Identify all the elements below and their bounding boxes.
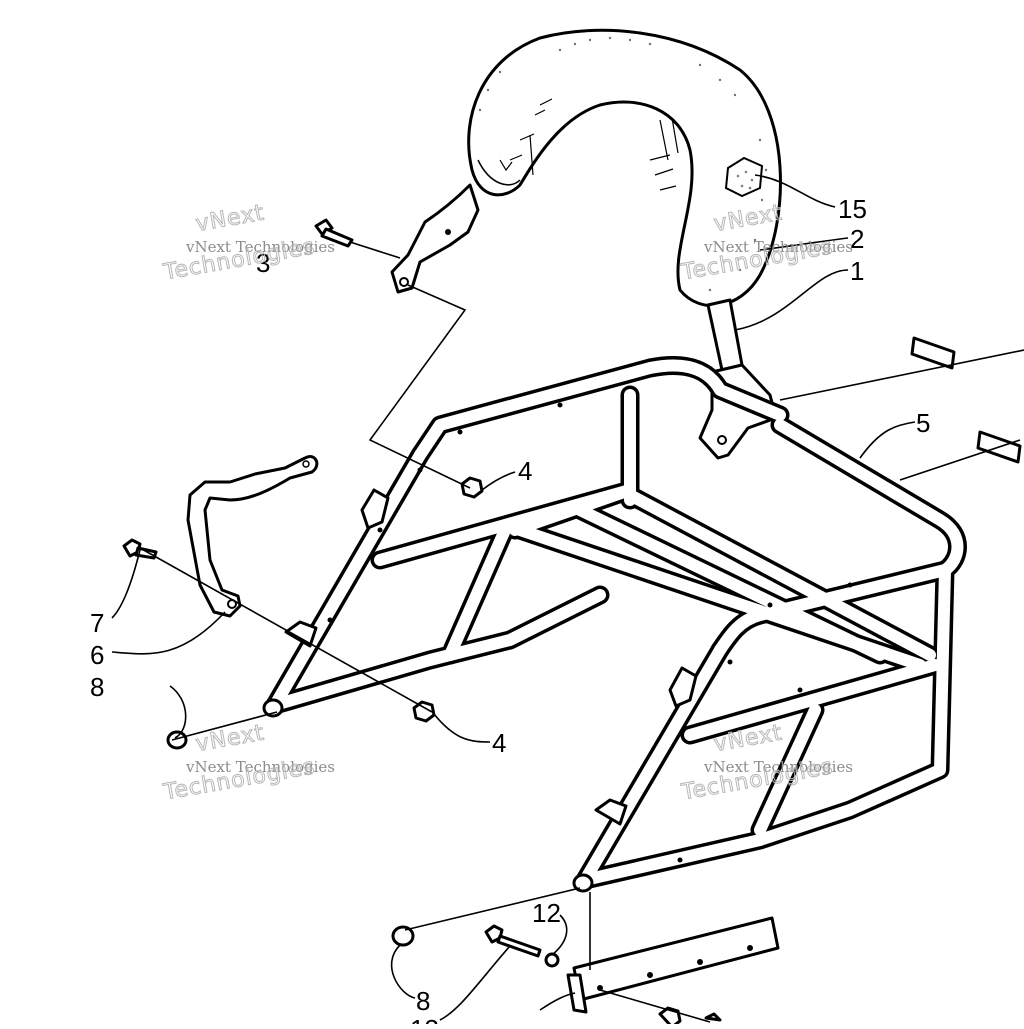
callout-13: 13 xyxy=(410,1014,439,1024)
rack-frame xyxy=(262,355,967,893)
callout-8-lower: 8 xyxy=(416,986,430,1016)
backrest-left-arm xyxy=(390,183,480,294)
reflectors xyxy=(910,336,1022,464)
watermark-mid: vNext Technologies xyxy=(185,758,335,776)
watermark-3: vNext vNext Technologies Technologies xyxy=(160,720,335,806)
callout-6: 6 xyxy=(90,640,104,670)
callout-2: 2 xyxy=(850,224,864,254)
mounting-rail xyxy=(566,916,780,1029)
watermark-mid: vNext Technologies xyxy=(703,238,853,256)
backrest-pad xyxy=(467,28,782,307)
callout-5: 5 xyxy=(916,408,930,438)
watermark-top: vNext xyxy=(194,200,267,237)
leader-lines xyxy=(111,174,1024,1023)
callout-1: 1 xyxy=(850,256,864,286)
washer-12 xyxy=(544,952,560,968)
watermark-top: vNext xyxy=(194,720,267,757)
bolt-3 xyxy=(314,218,354,248)
cap-8-lower xyxy=(391,925,415,947)
grab-handle xyxy=(186,455,319,618)
callout-labels: 15 2 1 3 5 4 7 6 8 4 12 8 13 xyxy=(90,194,930,1029)
callout-4-lower: 4 xyxy=(492,728,506,758)
bolt-7 xyxy=(122,538,158,560)
callout-3: 3 xyxy=(256,248,270,278)
callout-8-upper: 8 xyxy=(90,672,104,702)
bolt-13 xyxy=(484,924,542,958)
callout-7: 7 xyxy=(90,608,104,638)
cap-8-upper xyxy=(166,730,188,750)
emblem-badge xyxy=(724,156,764,198)
callout-12: 12 xyxy=(532,898,561,928)
watermark-mid: vNext Technologies xyxy=(185,238,335,256)
callout-15: 15 xyxy=(838,194,867,224)
watermark-mid: vNext Technologies xyxy=(703,758,853,776)
nut-4-upper xyxy=(460,476,484,499)
callout-4-upper: 4 xyxy=(518,456,532,486)
watermark-1: vNext vNext Technologies Technologies xyxy=(160,200,335,286)
